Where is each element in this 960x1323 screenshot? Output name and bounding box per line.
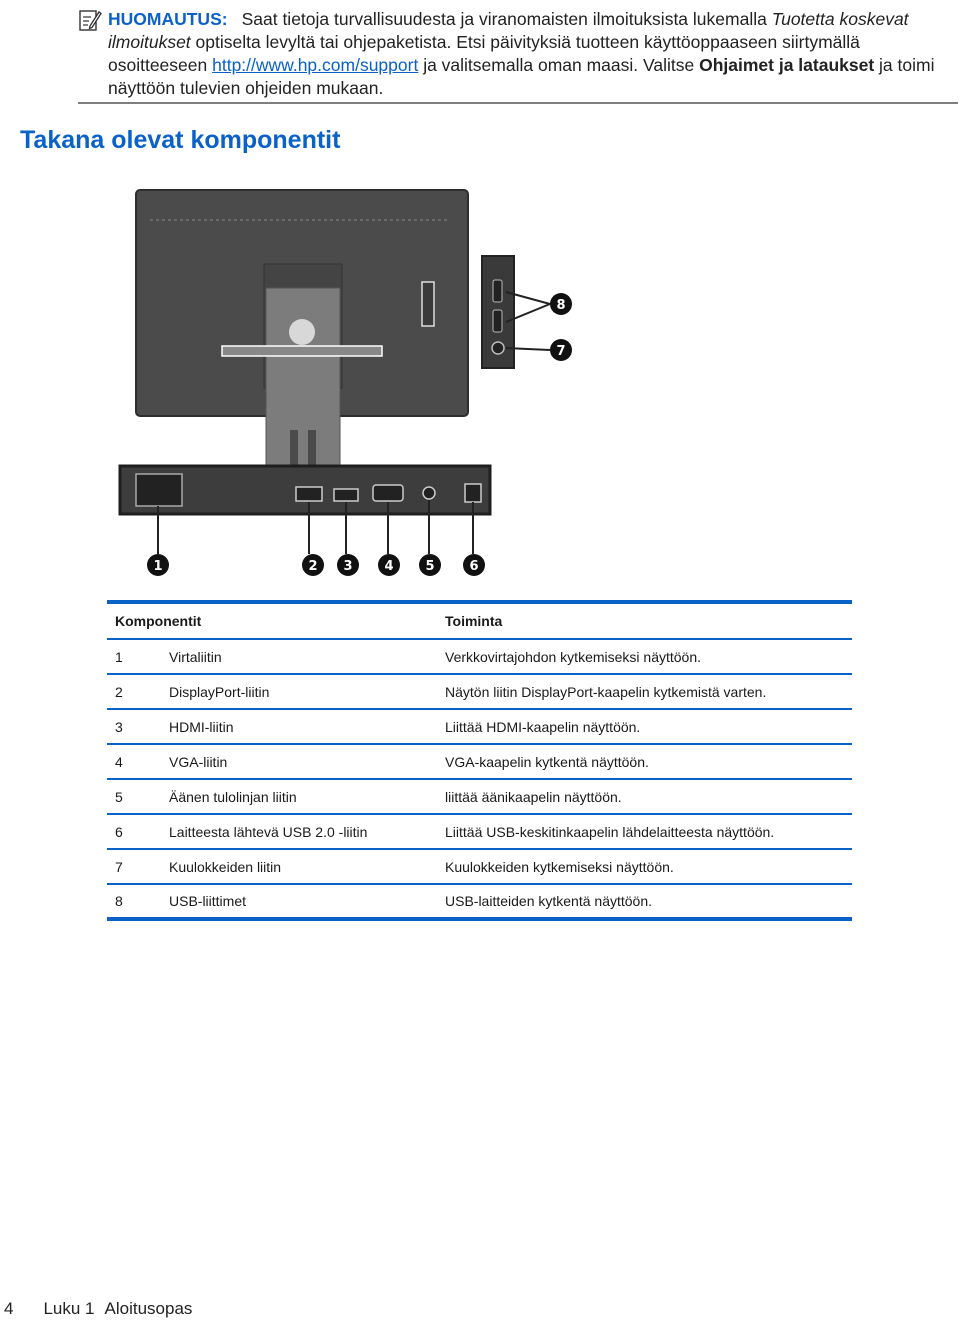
page-footer: 4 Luku 1 Aloitusopas [4,1299,192,1319]
component-function: USB-laitteiden kytkentä näyttöön. [445,893,653,909]
stand-slot [308,430,316,466]
callout-line [505,347,551,351]
power-connector-icon [135,473,183,507]
table-row: 8 USB-liittimet USB-laitteiden kytkentä … [107,884,852,919]
row-number: 2 [115,683,123,700]
component-function: liittää äänikaapelin näyttöön. [445,788,622,805]
stand-slot [290,430,298,466]
callout-label: 6 [469,559,478,574]
note-text-part: Saat tietoja turvallisuudesta ja viranom… [241,9,772,29]
callout-badge-3: 3 [337,554,359,576]
note-bold-text: Ohjaimet ja lataukset [699,55,875,75]
note-label: HUOMAUTUS: [108,9,228,29]
row-number: 1 [115,648,123,665]
note-text-part: ja valitsemalla oman maasi. Valitse [418,55,700,75]
stand-neck [265,287,341,467]
row-number: 8 [115,893,123,909]
table-row: 2 DisplayPort-liitin Näytön liitin Displ… [107,674,852,709]
callout-label: 2 [308,559,317,574]
section-title: Takana olevat komponentit [20,126,341,154]
component-name: VGA-liitin [169,753,228,770]
component-function: Liittää HDMI-kaapelin näyttöön. [445,718,641,735]
support-link[interactable]: http://www.hp.com/support [212,55,419,75]
callout-line [505,303,551,323]
callout-badge-4: 4 [378,554,400,576]
note-text-part: ja toimi näyttöön tulevien ohjeiden muka… [108,55,935,98]
callout-badge-7: 7 [550,339,572,361]
components-table-wrap: Komponentit Toiminta 1 Virtaliitin Verkk… [107,600,852,921]
callout-badge-5: 5 [419,554,441,576]
component-function: VGA-kaapelin kytkentä näyttöön. [445,753,649,770]
row-number: 3 [115,718,123,735]
side-button-bar [421,281,435,327]
component-name: USB-liittimet [169,893,247,909]
note-text-part: optiselta levyltä tai ohjepaketista. Ets… [108,32,860,75]
row-number: 6 [115,823,123,840]
component-function: Verkkovirtajohdon kytkemiseksi näyttöön. [445,648,702,665]
callout-label: 4 [384,559,393,574]
callout-label: 8 [556,298,565,313]
row-number: 7 [115,858,123,875]
callout-badge-8: 8 [550,293,572,315]
note-text: HUOMAUTUS: Saat tietoja turvallisuudesta … [108,8,958,100]
vga-port-icon [372,484,404,502]
component-name: Laitteesta lähtevä USB 2.0 -liitin [169,823,368,840]
displayport-icon [295,486,323,502]
component-function: Kuulokkeiden kytkemiseksi näyttöön. [445,858,674,875]
components-table: Komponentit Toiminta 1 Virtaliitin Verkk… [107,600,852,921]
table-row: 7 Kuulokkeiden liitin Kuulokkeiden kytke… [107,849,852,884]
note-italic-title: Tuotetta koskevat ilmoitukset [108,9,909,52]
chapter-title: Aloitusopas [104,1299,193,1318]
component-name: Virtaliitin [169,648,222,665]
headphone-jack-icon [491,341,505,355]
component-name: HDMI-liitin [169,718,234,735]
component-name: Äänen tulolinjan liitin [169,788,297,805]
stand-hinge-bar [221,345,383,357]
header-components: Komponentit [115,613,202,629]
page-number: 4 [4,1299,14,1318]
callout-badge-6: 6 [463,554,485,576]
chapter-label: Luku 1 [43,1299,95,1318]
component-name: DisplayPort-liitin [169,683,270,700]
callout-badge-2: 2 [302,554,324,576]
callout-label: 7 [556,344,565,359]
component-name: Kuulokkeiden liitin [169,858,282,875]
table-row: 3 HDMI-liitin Liittää HDMI-kaapelin näyt… [107,709,852,744]
callout-line [505,291,551,305]
hdmi-port-icon [333,488,359,502]
hp-logo-icon [289,319,315,345]
header-function: Toiminta [445,613,503,629]
callout-label: 5 [425,559,434,574]
usb-upstream-port-icon [464,483,482,503]
row-number: 5 [115,788,123,805]
callout-label: 3 [343,559,352,574]
audio-in-jack-icon [422,486,436,500]
callout-label: 1 [153,559,162,574]
component-function: Näytön liitin DisplayPort-kaapelin kytke… [445,683,767,700]
component-function: Liittää USB-keskitinkaapelin lähdelaitte… [445,823,775,840]
usb-port-icon [492,309,503,333]
table-row: 1 Virtaliitin Verkkovirtajohdon kytkemis… [107,639,852,674]
monitor-rear-illustration: 1 2 3 4 5 6 7 8 [118,189,572,576]
table-row: 6 Laitteesta lähtevä USB 2.0 -liitin Lii… [107,814,852,849]
note-box: HUOMAUTUS: Saat tietoja turvallisuudesta … [78,8,958,104]
usb-port-icon [492,279,503,303]
note-pencil-icon [79,10,102,31]
callout-badge-1: 1 [147,554,169,576]
table-row: 4 VGA-liitin VGA-kaapelin kytkentä näytt… [107,744,852,779]
table-row: 5 Äänen tulolinjan liitin liittää äänika… [107,779,852,814]
table-header-row: Komponentit Toiminta [107,602,852,639]
row-number: 4 [115,753,123,770]
